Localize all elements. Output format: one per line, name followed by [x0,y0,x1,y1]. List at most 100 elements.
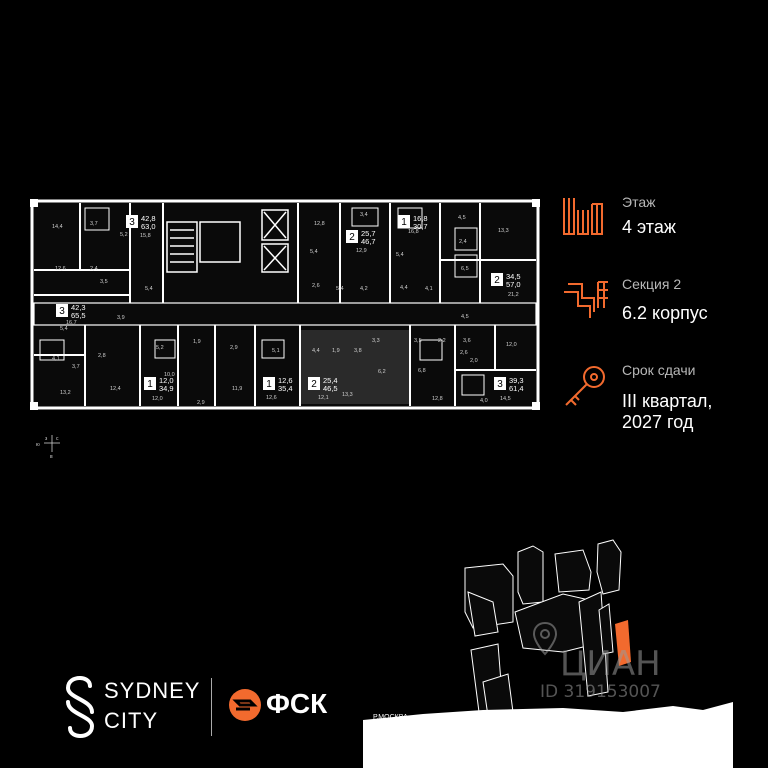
floor-value: 4 этаж [622,217,676,237]
room-size-label: 5,2 [156,345,164,351]
corridor [33,302,537,326]
room-size-label: 4,4 [400,285,408,291]
room-size-label: 3,5 [414,338,422,344]
section-label: Секция 2 [622,276,682,292]
highlighted-building [615,620,631,666]
room-size-label: 3,3 [372,338,380,344]
room-size-label: 3,7 [90,221,98,227]
room-size-label: 4,5 [461,314,469,320]
svg-text:42,8: 42,8 [141,214,156,223]
compass-south: в [50,454,53,460]
deadline-value-line1: III квартал, [622,391,713,411]
apartment-highlight [300,330,410,404]
key-icon [565,366,605,406]
room-size-label: 3,8 [354,348,362,354]
svg-text:12,6: 12,6 [278,376,293,385]
section-value: 6.2 корпус [622,303,708,323]
fsk-emblem [229,689,261,721]
room-size-label: 4,0 [480,398,488,404]
room-size-label: 2,6 [460,350,468,356]
svg-text:34,9: 34,9 [159,384,174,393]
room-size-label: 12,9 [356,248,367,254]
room-size-label: 1,9 [193,339,201,345]
compass: ю с з в [36,435,60,460]
svg-text:1: 1 [147,379,153,390]
room-size-label: 3,5 [100,279,108,285]
svg-text:3: 3 [497,379,503,390]
apartment-badge: 1 16,8 30,7 [398,214,428,231]
fsk-text: ФСК [266,688,328,719]
apartment-badge: 1 12,0 34,9 [144,376,174,393]
room-size-label: 2,9 [197,400,205,406]
room-size-label: 12,8 [432,396,443,402]
room-size-label: 5,2 [120,232,128,238]
building-block [467,591,499,637]
svg-text:39,3: 39,3 [509,376,524,385]
room-size-label: 4,1 [52,356,60,362]
watermark-logo: ЦИАН [560,644,661,684]
room-size-label: 5,4 [310,249,318,255]
watermark-id: ID 319153007 [540,682,661,702]
room-size-label: 5,4 [336,286,344,292]
room-size-label: 12,0 [506,342,517,348]
room-size-label: 5,4 [396,252,404,258]
svg-text:2: 2 [494,275,500,286]
svg-text:61,4: 61,4 [509,384,524,393]
room-size-label: 3,4 [360,212,368,218]
room-size-label: 2,4 [459,239,467,245]
svg-text:1: 1 [401,217,407,228]
apartment-badges: 3 42,8 63,0 2 25,7 46,7 1 16,8 30,7 2 34… [56,214,524,393]
room-size-label: 16,7 [66,320,77,326]
svg-text:65,5: 65,5 [71,311,86,320]
brand-divider [211,678,212,736]
site-map: Р.МОСКВА [363,539,733,768]
sydney-city-logo: SYDNEY CITY [64,676,199,740]
svg-text:42,3: 42,3 [71,303,86,312]
room-size-label: 3,9 [117,315,125,321]
fsk-logo: ФСК [228,684,348,726]
room-size-label: 12,6 [55,266,66,272]
room-size-label: 6,8 [418,368,426,374]
map-pin-icon [532,622,558,656]
room-size-label: 5,1 [272,348,280,354]
svg-text:46,5: 46,5 [323,384,338,393]
section-icon [564,281,608,318]
sydney-text: SYDNEY [104,678,201,703]
room-size-label: 6,2 [378,369,386,375]
room-size-label: 14,4 [52,224,63,230]
building-block [596,539,622,595]
svg-text:46,7: 46,7 [361,237,376,246]
compass-north: с [56,436,59,442]
floor-icon [563,198,603,235]
city-text: CITY [104,708,159,733]
svg-text:35,4: 35,4 [278,384,293,393]
room-size-label: 2,6 [312,283,320,289]
room-size-label: 2,0 [470,358,478,364]
room-size-label: 3,6 [463,338,471,344]
room-size-label: 2,8 [98,353,106,359]
building-block [598,603,614,655]
room-size-label: 6,5 [461,266,469,272]
room-size-label: 5,4 [60,326,68,332]
apartment-badge: 2 25,7 46,7 [346,229,376,246]
room-size-label: 4,5 [458,215,466,221]
room-size-label: 12,0 [152,396,163,402]
svg-text:63,0: 63,0 [141,222,156,231]
building-block [554,549,592,593]
deadline-value-line2: 2027 год [622,412,694,432]
room-size-label: 4,2 [360,286,368,292]
room-size-label: 12,1 [318,395,329,401]
svg-text:30,7: 30,7 [413,222,428,231]
river-bank [363,702,733,768]
floor-label: Этаж [622,194,656,210]
svg-text:1: 1 [266,379,272,390]
room-size-label: 12,8 [314,221,325,227]
compass-label: з [45,436,48,442]
room-size-label: 14,5 [500,396,511,402]
room-size-label: 4,1 [425,286,433,292]
room-size-label: 16,8 [408,229,419,235]
apartment-badge: 3 42,8 63,0 [126,214,156,231]
svg-text:34,5: 34,5 [506,272,521,281]
